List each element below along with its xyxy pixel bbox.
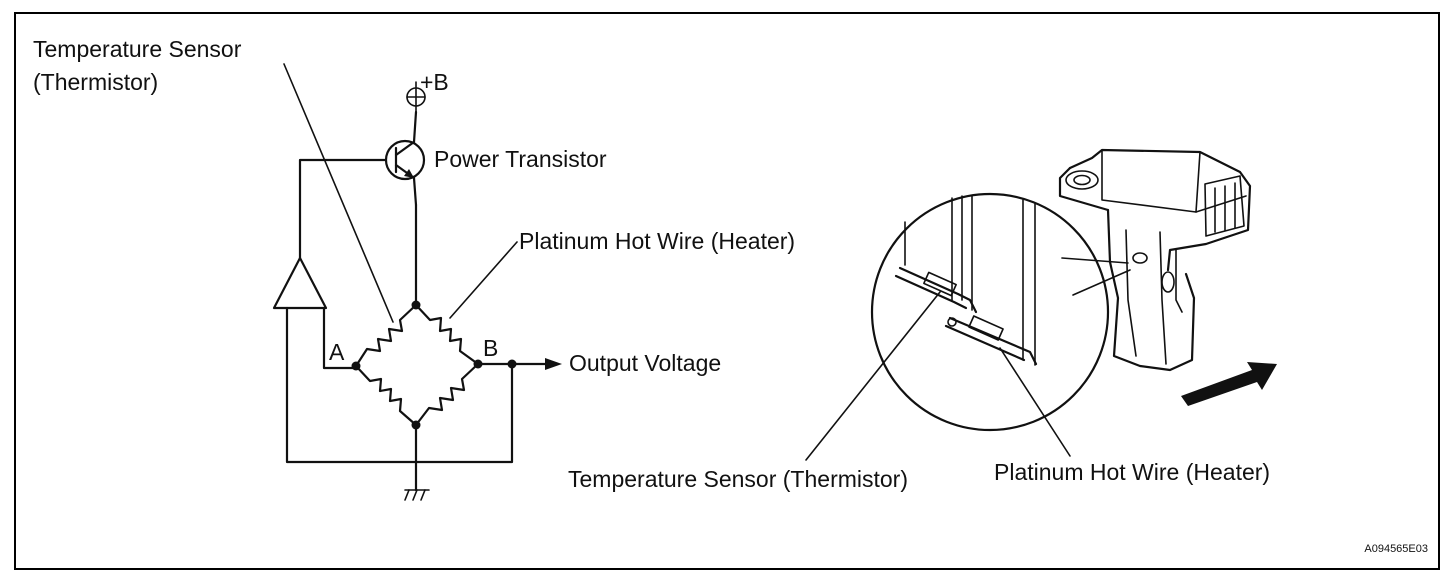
sensor-detail-magnifier (870, 192, 1131, 432)
amp-input-a-wire (322, 306, 358, 370)
amplifier-icon (272, 256, 328, 310)
power-transistor-label: Power Transistor (434, 146, 607, 172)
supply-terminal (406, 81, 426, 113)
detail-hot-wire-leader (999, 347, 1071, 457)
airflow-meter-body (1058, 148, 1252, 372)
bridge-node-top (411, 300, 421, 310)
node-b-label: B (483, 335, 498, 361)
figure-code: A094565E03 (1364, 543, 1428, 555)
hot-wire-label: Platinum Hot Wire (Heater) (519, 228, 795, 254)
ground-icon (404, 489, 430, 501)
output-arrow-icon (545, 358, 562, 370)
temp-sensor-leader (283, 63, 394, 323)
figure-frame (14, 12, 1440, 570)
transistor-icon (384, 110, 426, 207)
node-a-label: A (329, 339, 345, 365)
base-drive-wire (298, 158, 388, 260)
resistor-bridge (354, 303, 480, 427)
detail-hot-wire-label: Platinum Hot Wire (Heater) (994, 459, 1270, 485)
hot-wire-leader (449, 241, 518, 319)
airflow-arrow-icon (1181, 362, 1277, 406)
temp-sensor-label-line2: (Thermistor) (33, 69, 158, 95)
supply-label: +B (420, 69, 449, 95)
temp-sensor-label-line1: Temperature Sensor (33, 36, 242, 62)
detail-temp-sensor-label: Temperature Sensor (Thermistor) (568, 466, 908, 492)
bridge-node-a (351, 361, 361, 371)
detail-temp-sensor-leader (805, 291, 941, 461)
amp-input-b-wire (285, 306, 514, 464)
output-voltage-label: Output Voltage (569, 350, 721, 376)
